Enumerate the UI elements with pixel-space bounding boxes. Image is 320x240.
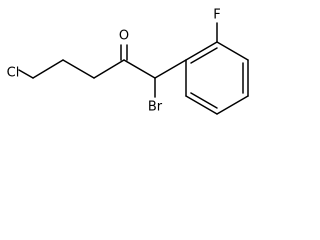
ring-bond-5 (185, 95, 218, 115)
bond-cl-c1 (18, 69, 34, 79)
bond-c2-c3 (62, 59, 95, 79)
bond-c3-c4 (93, 59, 125, 79)
oxygen-label: O (119, 29, 129, 44)
chemical-structure-diagram: Cl O Br F (7, 8, 249, 115)
bond-c1-c2 (32, 59, 64, 79)
ring-bond-4 (216, 95, 249, 115)
bromine-label: Br (148, 100, 163, 115)
ring-bond-1 (185, 41, 218, 61)
chlorine-label: Cl (7, 66, 20, 81)
bond-c5-ring (154, 59, 187, 79)
ring-bond-2 (216, 41, 249, 61)
fluorine-label: F (213, 8, 220, 23)
bond-c4-c5 (123, 59, 156, 79)
ring-inner-bond-3 (190, 92, 218, 109)
ring-inner-bond-1 (190, 47, 218, 64)
